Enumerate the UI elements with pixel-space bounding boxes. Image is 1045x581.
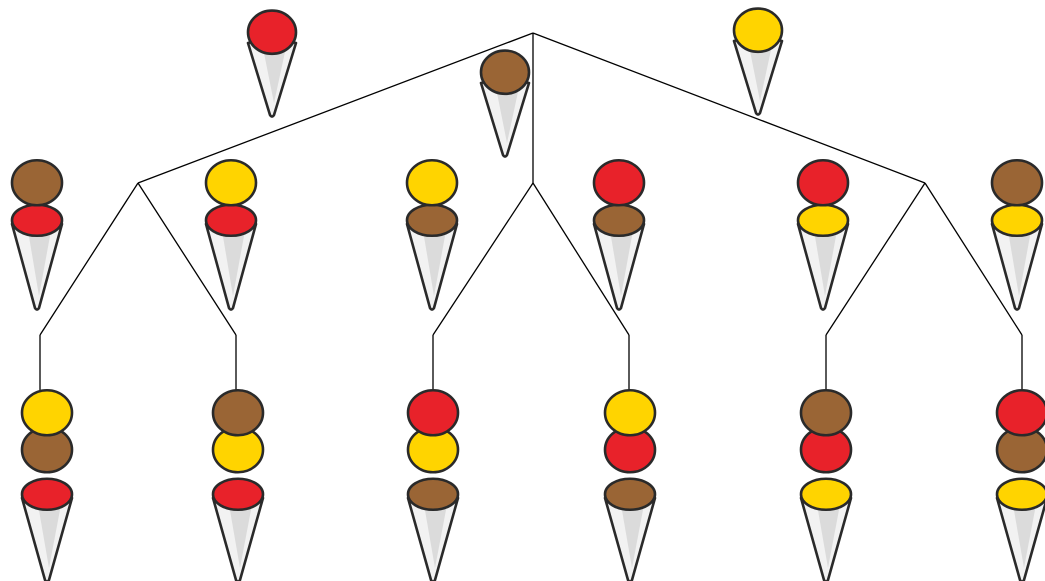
yellow-scoop (734, 9, 782, 52)
edge-branch-1 (40, 183, 138, 335)
yellow-scoop (22, 390, 72, 435)
brown-scoop (594, 205, 644, 236)
cone-node-l2-4 (594, 160, 644, 309)
yellow-scoop (206, 160, 256, 205)
cone-node-l3-3 (408, 390, 458, 581)
yellow-scoop (798, 205, 848, 236)
brown-scoop (481, 51, 529, 94)
cone-node-l2-3 (407, 160, 457, 309)
brown-scoop (605, 479, 655, 510)
cone-node-l2-1 (12, 160, 62, 309)
red-scoop (213, 479, 263, 510)
cone-node-root-red (248, 11, 296, 117)
red-scoop (408, 390, 458, 435)
cone-node-l3-5 (801, 390, 851, 581)
tree-edges (40, 33, 1022, 392)
red-scoop (997, 390, 1045, 435)
yellow-scoop (992, 205, 1042, 236)
cone-node-root-brown (481, 51, 529, 157)
brown-scoop (992, 160, 1042, 205)
cone-node-l3-6 (997, 390, 1045, 581)
cone-node-root-yellow (734, 9, 782, 115)
cone-nodes (12, 9, 1045, 581)
red-scoop (206, 205, 256, 236)
red-scoop (12, 205, 62, 236)
yellow-scoop (997, 479, 1045, 510)
yellow-scoop (605, 390, 655, 435)
edge-root-3 (533, 33, 925, 183)
red-scoop (798, 160, 848, 205)
red-scoop (594, 160, 644, 205)
brown-scoop (407, 205, 457, 236)
cone-node-l2-2 (206, 160, 256, 309)
cone-node-l3-1 (22, 390, 72, 581)
brown-scoop (408, 479, 458, 510)
cone-node-l2-5 (798, 160, 848, 309)
yellow-scoop (801, 479, 851, 510)
cone-node-l3-2 (213, 390, 263, 581)
cone-node-l2-6 (992, 160, 1042, 309)
brown-scoop (801, 390, 851, 435)
cone-node-l3-4 (605, 390, 655, 581)
red-scoop (248, 11, 296, 54)
yellow-scoop (407, 160, 457, 205)
edge-branch-5 (826, 183, 925, 335)
edge-root-1 (138, 33, 533, 183)
red-scoop (22, 479, 72, 510)
brown-scoop (12, 160, 62, 205)
brown-scoop (213, 390, 263, 435)
